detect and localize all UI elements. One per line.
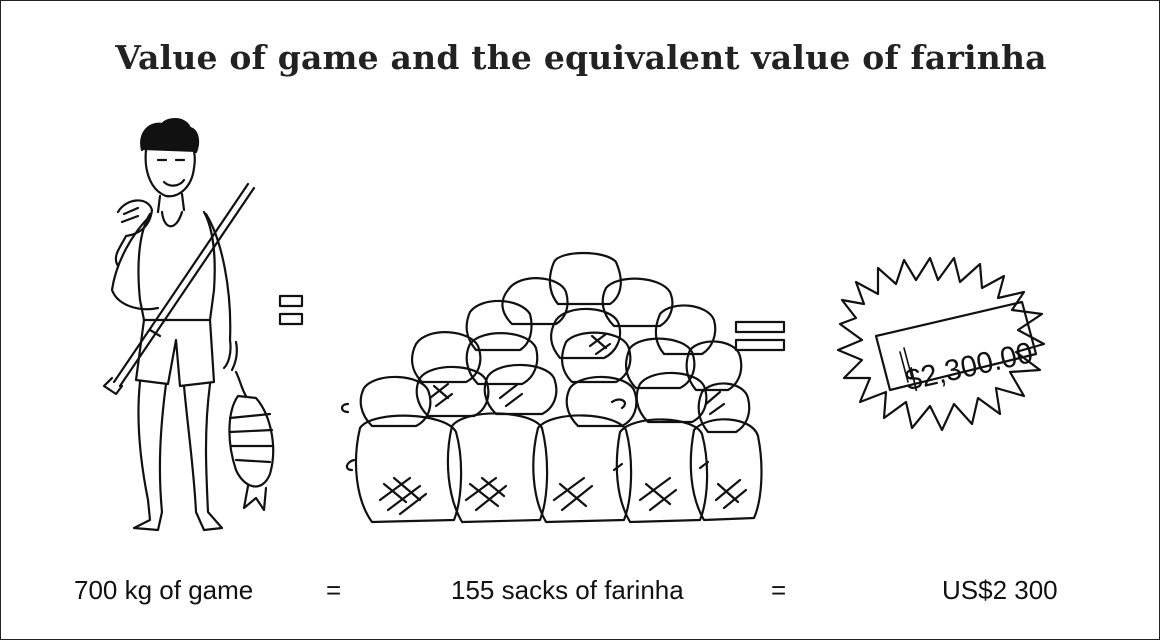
caption-money: US$2 300	[942, 575, 1058, 606]
illustration: $2,300.00	[0, 0, 1162, 627]
equals-sign-drawing-1	[280, 296, 302, 324]
hunter-drawing	[104, 119, 273, 530]
sack-pile-drawing	[342, 253, 761, 522]
equals-sign-drawing-2	[736, 322, 784, 350]
caption-sacks: 155 sacks of farinha	[451, 575, 684, 606]
caption-game: 700 kg of game	[74, 575, 253, 606]
banknote-amount: $2,300.00	[902, 336, 1036, 397]
caption-equals-1: =	[326, 575, 341, 606]
caption-equals-2: =	[771, 575, 786, 606]
